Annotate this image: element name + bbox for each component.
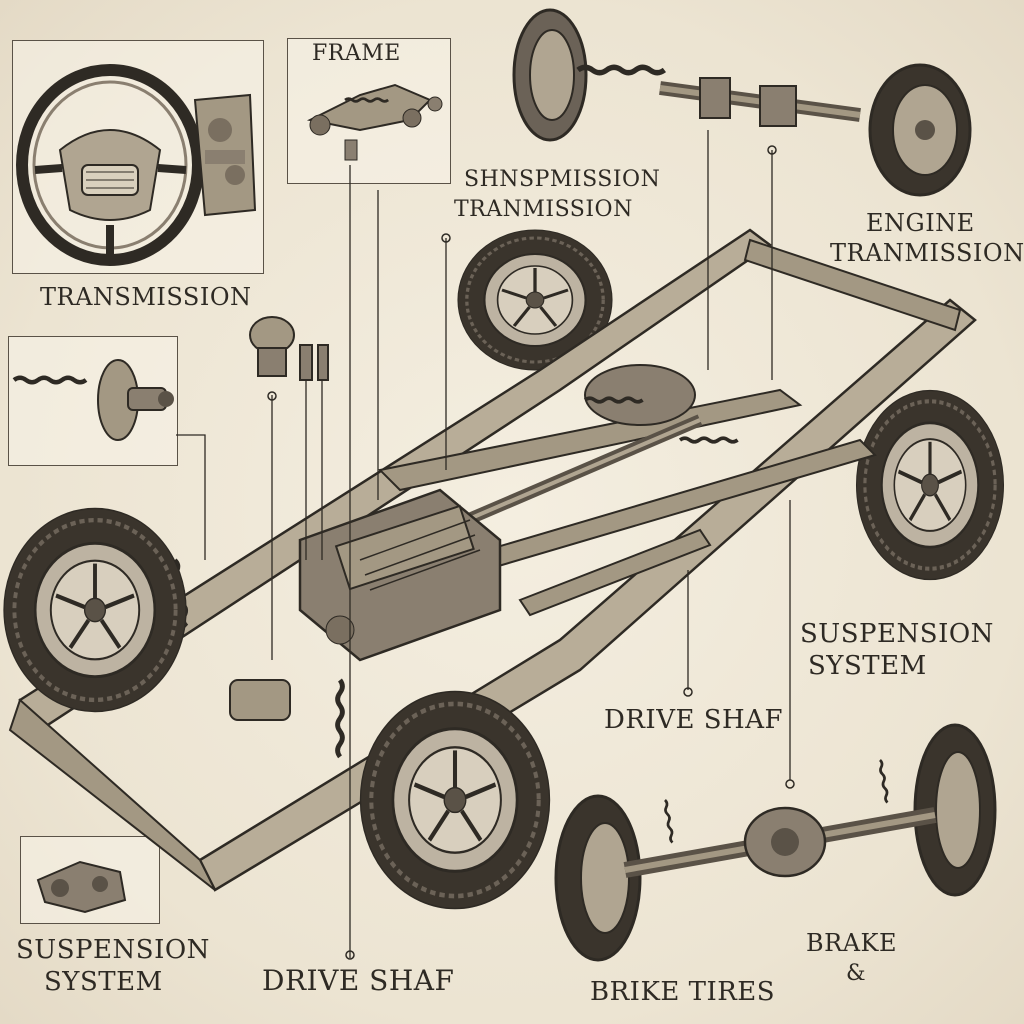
label-engine-2: TRANMISSION [830,239,1024,267]
leader-dots [267,145,795,960]
label-engine-1: ENGINE [866,209,975,237]
label-drive-shaft-right: DRIVE SHAF [604,705,784,735]
label-suspension-right-1: SUSPENSION [800,619,994,649]
label-brake: BRAKE [806,929,897,957]
label-brike-tires: BRIKE TIRES [590,977,776,1007]
brake-part-drawing [36,860,127,914]
label-frame: FRAME [312,41,401,66]
rear-axle-drawing [554,723,997,962]
cv-joint-part [249,316,329,381]
steering-wheel-drawing [16,64,257,266]
label-drive-shaft-bottom: DRIVE SHAF [262,964,455,997]
chassis-frame [4,228,1004,909]
label-suspension-right-2: SYSTEM [808,651,927,681]
leader-lines [176,130,791,958]
label-suspension-bottom-2: SYSTEM [44,967,163,997]
top-drive-axle-drawing [512,8,972,197]
spring-part-drawing [14,359,174,441]
label-transmission: TRANSMISSION [40,283,252,311]
label-suspension-transmission-1: SHNSPMISSION [464,167,661,192]
label-suspension-bottom-1: SUSPENSION [16,935,210,965]
label-ampersand: & [846,961,867,986]
label-suspension-transmission-2: TRANMISSION [454,197,633,222]
frame-part-drawing [306,83,443,161]
